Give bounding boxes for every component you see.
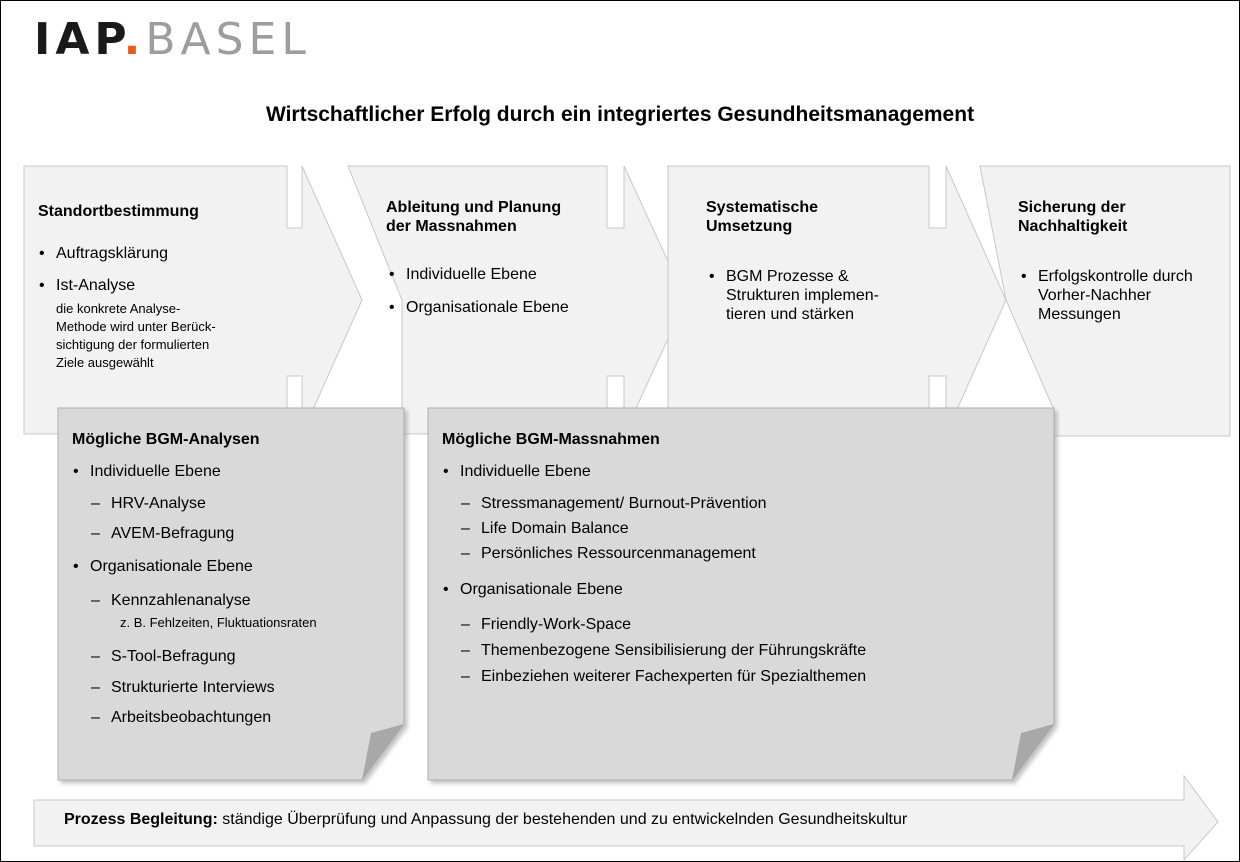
massnahmen-b2-item-2: Themenbezogene Sensibilisierung der Führ… xyxy=(461,641,866,660)
analysen-b2-item-3: Strukturierte Interviews xyxy=(91,678,275,697)
stage-2-bullet-1: Individuelle Ebene xyxy=(389,265,537,284)
logo-dot: . xyxy=(123,14,146,65)
massnahmen-heading: Mögliche BGM-Massnahmen xyxy=(442,431,660,448)
stage-1-heading: Standortbestimmung xyxy=(38,203,199,220)
page-title: Wirtschaftlicher Erfolg durch ein integr… xyxy=(265,103,975,126)
logo-part2: BASEL xyxy=(145,14,311,65)
stage-4-bullet-cont-2: Messungen xyxy=(1038,306,1121,323)
analysen-b2-item-1: Kennzahlenanalyse xyxy=(91,591,251,610)
stage-2-heading-line-1: Ableitung und Planung xyxy=(386,199,562,216)
stage-2-heading-line-2: der Massnahmen xyxy=(386,218,517,235)
process-arrow-shape xyxy=(33,774,1219,862)
analysen-b1-item-2: AVEM-Befragung xyxy=(91,524,234,543)
massnahmen-b1-item-2: Life Domain Balance xyxy=(461,519,629,538)
stage-1-note-1: die konkrete Analyse- xyxy=(56,301,181,316)
stage-4-heading-line-1: Sicherung der xyxy=(1018,199,1126,216)
stage-1-bullet-1: Auftragsklärung xyxy=(39,244,168,263)
massnahmen-b1-item-3: Persönliches Ressourcenmanagement xyxy=(461,544,756,563)
iap-basel-logo: IAP.BASEL xyxy=(34,18,311,62)
process-text: ständige Überprüfung und Anpassung der b… xyxy=(217,811,908,828)
massnahmen-bullet-2: Organisationale Ebene xyxy=(443,580,623,599)
analysen-box-fold xyxy=(362,724,404,780)
stage-3-bullet-cont-2: tieren und stärken xyxy=(726,306,855,323)
logo-part1: IAP xyxy=(34,14,124,65)
stage-4-bullet-1: Erfolgskontrolle durch xyxy=(1021,267,1193,286)
stage-1-bullet-2: Ist-Analyse xyxy=(39,276,135,295)
stage-1-note-4: Ziele ausgewählt xyxy=(56,355,154,370)
stage-3-bullet-cont-1: Strukturen implemen- xyxy=(726,287,879,304)
analysen-b1-item-1: HRV-Analyse xyxy=(91,494,206,513)
analysen-b2-item-2: S-Tool-Befragung xyxy=(91,647,235,666)
massnahmen-b2-item-1: Friendly-Work-Space xyxy=(461,615,631,634)
analysen-bullet-1: Individuelle Ebene xyxy=(73,462,221,481)
stage-4-heading-line-2: Nachhaltigkeit xyxy=(1018,218,1128,235)
stage-1-note-3: sichtigung der formulierten xyxy=(56,337,210,352)
massnahmen-box-fold xyxy=(1012,724,1054,780)
stage-3-heading-line-2: Umsetzung xyxy=(706,218,793,235)
process-label: Prozess Begleitung: xyxy=(64,811,218,828)
analysen-bullet-2: Organisationale Ebene xyxy=(73,557,253,576)
stage-1-note-2: Methode wird unter Berück- xyxy=(56,319,216,334)
massnahmen-b1-item-1: Stressmanagement/ Burnout-Prävention xyxy=(461,494,767,513)
massnahmen-bullet-1: Individuelle Ebene xyxy=(443,462,591,481)
analysen-heading: Mögliche BGM-Analysen xyxy=(72,431,260,448)
massnahmen-b2-item-3: Einbeziehen weiterer Fachexperten für Sp… xyxy=(461,667,866,686)
stage-4-bullet-cont-1: Vorher-Nachher xyxy=(1038,287,1151,304)
stage-3-bullet-1: BGM Prozesse & xyxy=(709,267,849,286)
analysen-b2-item-4: Arbeitsbeobachtungen xyxy=(91,708,271,727)
stage-2-bullet-2: Organisationale Ebene xyxy=(389,298,569,317)
process-accompaniment: Prozess Begleitung: ständige Überprüfung… xyxy=(64,811,907,829)
stage-3-heading-line-1: Systematische xyxy=(706,199,819,216)
analysen-b2-note: z. B. Fehlzeiten, Fluktuationsraten xyxy=(120,615,317,630)
